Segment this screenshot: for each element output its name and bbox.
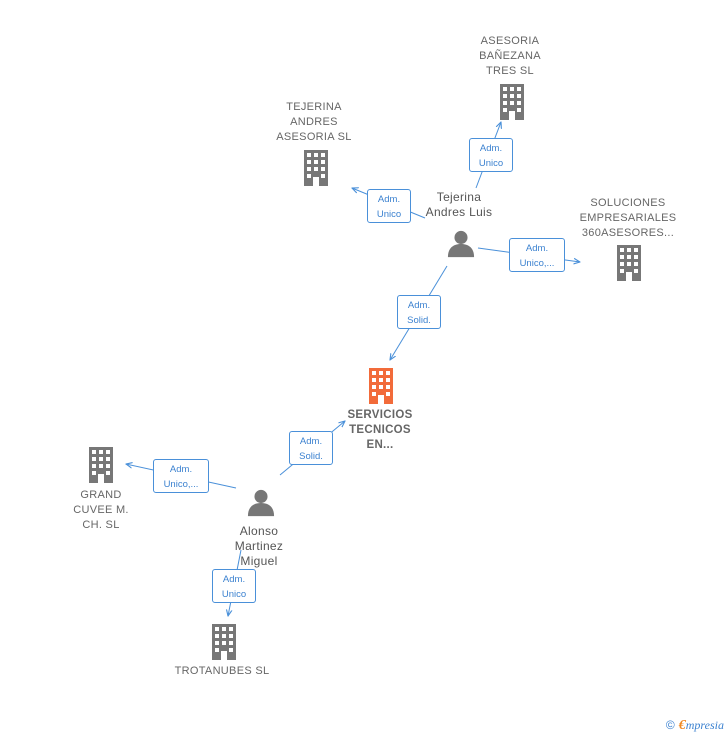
edge-role-detail: Solid. bbox=[407, 315, 431, 326]
edge-role-detail: Unico bbox=[478, 158, 504, 169]
company-label-soluciones-empresariales[interactable]: SOLUCIONES EMPRESARIALES 360ASESORES... bbox=[579, 197, 677, 239]
edge-role-badge[interactable]: Adm. Unico,... bbox=[509, 238, 565, 272]
edge-role-title: Adm. bbox=[407, 300, 431, 311]
edge-role-badge[interactable]: Adm. Unico,... bbox=[153, 459, 209, 493]
company-label-grand-cuvee[interactable]: GRAND CUVEE M. CH. SL bbox=[73, 489, 129, 531]
edge-role-detail: Unico bbox=[221, 589, 247, 600]
brand-footer[interactable]: ©€mpresia bbox=[666, 718, 724, 734]
copyright-icon: © bbox=[665, 718, 675, 732]
building-icon[interactable] bbox=[212, 624, 236, 660]
edge-role-detail: Unico bbox=[376, 209, 402, 220]
edge-role-badge[interactable]: Adm. Solid. bbox=[289, 431, 333, 465]
edge-role-title: Adm. bbox=[377, 194, 401, 205]
edge-role-detail: Unico,... bbox=[163, 479, 199, 490]
edge-role-title: Adm. bbox=[479, 143, 503, 154]
edges bbox=[126, 122, 580, 616]
building-icon[interactable] bbox=[500, 84, 524, 120]
edge-role-detail: Solid. bbox=[299, 451, 323, 462]
edge-role-title: Adm. bbox=[299, 436, 323, 447]
edge-role-badge[interactable]: Adm. Solid. bbox=[397, 295, 441, 329]
edge-role-title: Adm. bbox=[169, 464, 193, 475]
brand-logo-initial: € bbox=[678, 718, 686, 733]
company-label-asesoria-banezana[interactable]: ASESORIA BAÑEZANA TRES SL bbox=[479, 35, 541, 77]
person-icon[interactable] bbox=[247, 489, 275, 517]
person-label-alonso-martinez-miguel[interactable]: Alonso Martinez Miguel bbox=[234, 524, 284, 568]
edge-role-title: Adm. bbox=[222, 574, 246, 585]
building-icon[interactable] bbox=[89, 447, 113, 483]
edge-role-title: Adm. bbox=[525, 243, 549, 254]
company-label-servicios-tecnicos[interactable]: SERVICIOS TECNICOS EN... bbox=[347, 409, 413, 451]
edge-role-detail: Unico,... bbox=[519, 258, 555, 269]
edge-role-badge[interactable]: Adm. Unico bbox=[367, 189, 411, 223]
building-icon[interactable] bbox=[617, 245, 641, 281]
edge-role-badge[interactable]: Adm. Unico bbox=[212, 569, 256, 603]
person-label-tejerina-andres-luis[interactable]: Tejerina Andres Luis bbox=[425, 190, 493, 219]
brand-logo-text: mpresia bbox=[685, 718, 724, 732]
edge-role-badge[interactable]: Adm. Unico bbox=[469, 138, 513, 172]
company-label-trotanubes[interactable]: TROTANUBES SL bbox=[174, 665, 270, 677]
person-icon[interactable] bbox=[447, 230, 475, 258]
company-label-tejerina-andres-asesoria[interactable]: TEJERINA ANDRES ASESORIA SL bbox=[276, 101, 352, 143]
building-icon-highlighted[interactable] bbox=[369, 368, 393, 404]
building-icon[interactable] bbox=[304, 150, 328, 186]
